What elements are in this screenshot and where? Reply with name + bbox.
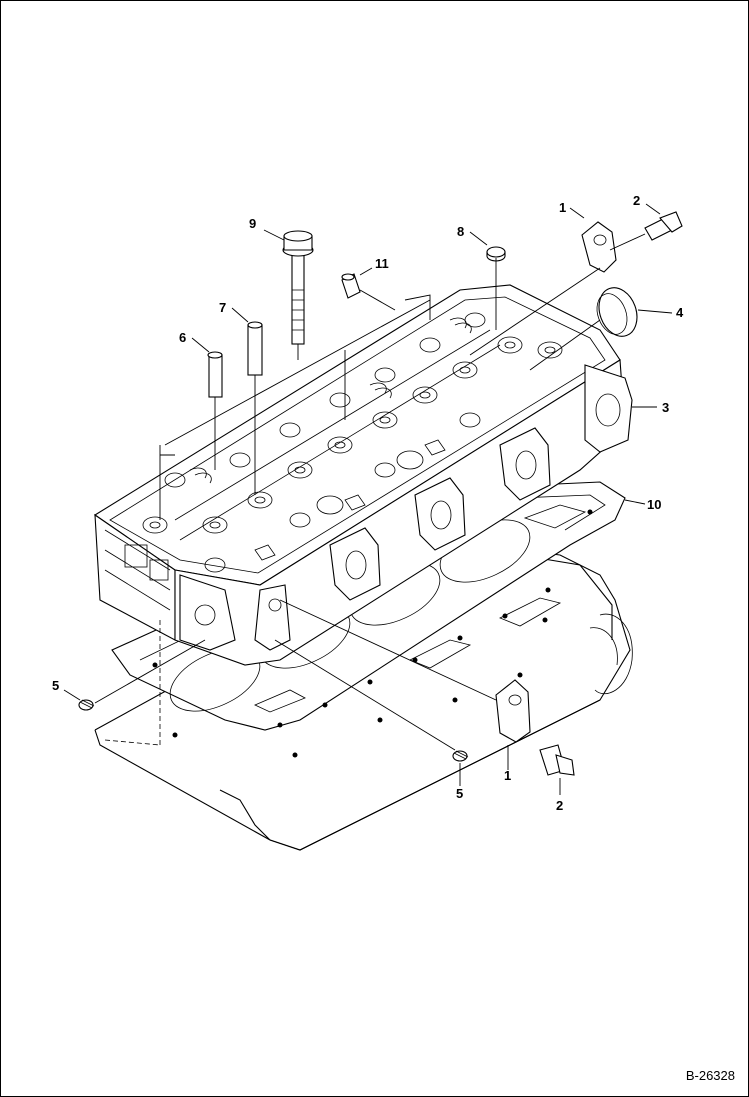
expansion-plug [596,287,638,337]
callout-11: 11 [375,256,389,271]
callout-10: 10 [647,497,661,512]
callout-4: 4 [676,305,684,320]
callout-1-upper: 1 [559,200,566,215]
callout-7: 7 [219,300,226,315]
bracket-bolt-upper [644,211,683,241]
valve-guide-long [247,321,263,376]
document-id: B-26328 [685,1068,735,1083]
callout-2-upper: 2 [633,193,640,208]
callout-labels: 1 2 3 4 5 6 7 8 9 10 11 1 2 5 [52,193,684,813]
valve-guide-short [207,351,223,398]
callout-3: 3 [662,400,669,415]
callout-5-left: 5 [52,678,59,693]
plug [341,273,361,299]
head-bolt [282,230,314,345]
lifting-bracket-upper [581,221,617,273]
set-screw-left [78,699,95,711]
callout-2-lower: 2 [556,798,563,813]
bracket-bolt-lower [539,744,575,776]
leader-lines [63,203,673,795]
callout-1-lower: 1 [504,768,511,783]
set-screw-right [452,750,469,762]
cylinder-head [93,284,633,666]
callout-5-right: 5 [456,786,463,801]
callout-9: 9 [249,216,256,231]
lifting-bracket-lower [495,679,531,743]
callout-8: 8 [457,224,464,239]
callout-6: 6 [179,330,186,345]
